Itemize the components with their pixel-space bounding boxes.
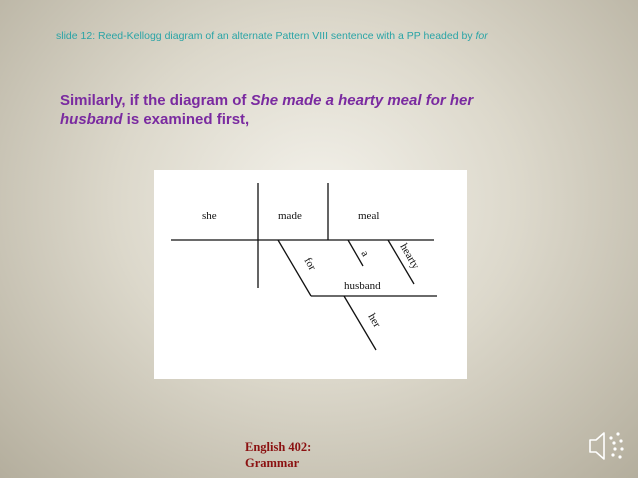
word-object: meal: [358, 210, 379, 222]
footer-line2: Grammar: [245, 456, 300, 470]
word-verb: made: [278, 210, 302, 222]
word-prep-object: husband: [344, 280, 381, 292]
speaker-icon-svg: [589, 432, 624, 460]
diagram-svg: she made meal husband a hearty for her: [171, 183, 437, 351]
intro-sentence-line1: She made a hearty meal for her: [250, 92, 474, 109]
caption-text: slide 12: Reed-Kellogg diagram of an alt…: [56, 30, 476, 42]
word-prep-object-modifier: her: [365, 312, 383, 330]
speaker-icon[interactable]: [584, 424, 628, 468]
word-subject: she: [202, 210, 217, 222]
adjective-modifier-line: [387, 239, 415, 285]
intro-sentence-line2: husband: [60, 111, 123, 128]
possessive-modifier-line: [343, 295, 377, 351]
word-preposition: for: [301, 256, 318, 273]
intro-text: Similarly, if the diagram of She made a …: [60, 91, 530, 129]
preposition-line: [277, 239, 312, 297]
footer-line1: English 402:: [245, 440, 312, 454]
article-modifier-line: [347, 239, 364, 267]
reed-kellogg-diagram: she made meal husband a hearty for her: [154, 170, 467, 379]
word-article: a: [358, 249, 371, 259]
intro-part1: Similarly, if the diagram of: [60, 92, 251, 109]
word-adjective: hearty: [397, 242, 421, 272]
course-footer: English 402: Grammar: [245, 439, 311, 471]
caption-emphasis: for: [475, 30, 488, 42]
slide-caption: slide 12: Reed-Kellogg diagram of an alt…: [56, 30, 616, 42]
intro-part2: is examined first,: [122, 111, 250, 128]
